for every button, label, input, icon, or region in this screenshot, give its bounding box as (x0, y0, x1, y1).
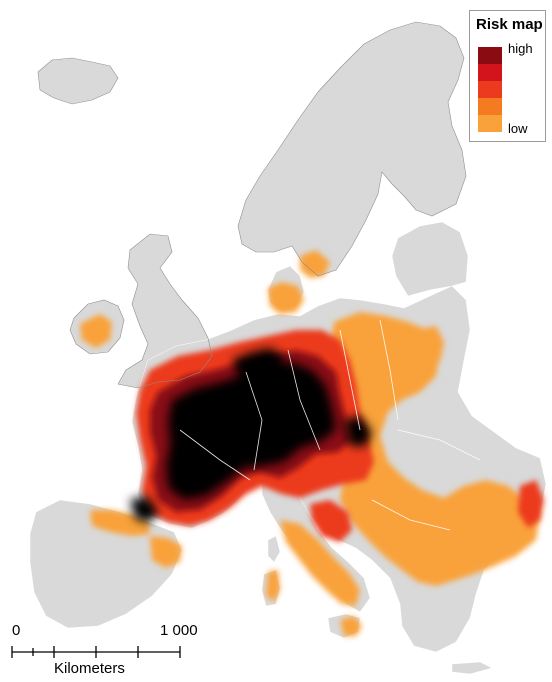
legend-low-label: low (508, 121, 528, 136)
coastline (37, 21, 467, 389)
border (397, 429, 481, 461)
crete (451, 661, 493, 675)
scale-zero-label: 0 (12, 622, 21, 639)
border (287, 349, 321, 451)
risk-zone (518, 480, 544, 528)
border (339, 329, 361, 431)
legend-swatch (478, 47, 502, 64)
coast-line (69, 299, 125, 355)
risk-zone (300, 250, 330, 278)
eastern-baltic (391, 221, 469, 297)
border (371, 499, 451, 531)
coast-line (117, 233, 213, 389)
legend: Risk map high low (469, 10, 546, 142)
risk-zone (330, 312, 540, 586)
risk-zone (340, 616, 362, 636)
scale-bar-graphic (11, 646, 181, 658)
risk-zone (268, 282, 304, 314)
risk-zone (150, 536, 182, 568)
corsica (267, 535, 281, 563)
legend-swatch (478, 98, 502, 115)
risk-zone (280, 520, 360, 606)
risk-zone (310, 500, 352, 542)
risk-zone (266, 570, 280, 602)
legend-color-ramp (478, 47, 502, 133)
country-borders (179, 319, 481, 531)
legend-swatch (478, 64, 502, 81)
hotspot (232, 348, 284, 378)
border (179, 429, 251, 481)
legend-title: Risk map (476, 16, 543, 33)
coast-line (37, 57, 119, 105)
border (245, 371, 263, 471)
legend-swatch (478, 115, 502, 132)
risk-zone (412, 326, 444, 370)
hotspot (344, 416, 372, 446)
hotspot-clusters (130, 348, 372, 522)
legend-swatch (478, 81, 502, 98)
scale-bar: 0 1 000 Kilometers (8, 622, 208, 680)
coast-line (237, 21, 467, 277)
scale-max-label: 1 000 (160, 622, 198, 639)
hotspot (130, 496, 158, 522)
scale-unit-label: Kilometers (54, 660, 125, 677)
risk-zone (80, 314, 112, 348)
legend-high-label: high (508, 41, 533, 56)
hotspot (166, 362, 336, 500)
border (379, 319, 399, 421)
